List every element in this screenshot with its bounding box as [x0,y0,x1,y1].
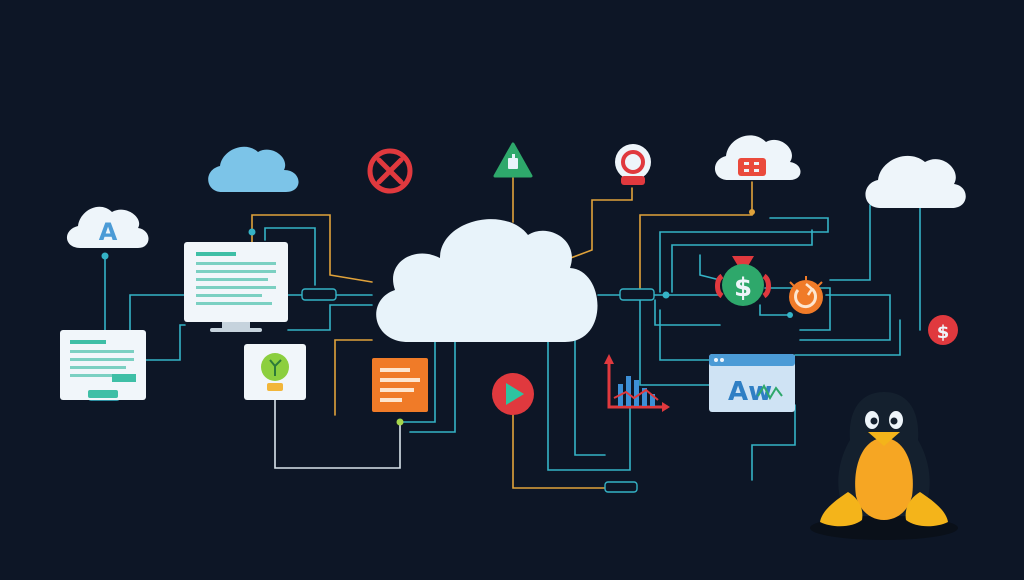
link-browser-bottom [751,404,796,481]
monitor-icon [184,242,288,332]
link-right-top-3 [699,254,721,281]
link-alarm-cloud [559,187,633,263]
node-dot [248,228,256,236]
warning-icon [493,142,533,178]
link-right-top-1 [659,217,829,293]
node-dot [662,291,670,299]
link-notes-cloud-2 [409,341,456,433]
link-cloud-chart [547,341,631,471]
link-right-browser [639,299,711,386]
dollar-coin-label: $ [937,322,950,343]
browser-text: Aw [728,377,772,407]
notes-icon [372,358,428,412]
link-monitor-top-teal [264,227,316,286]
node-dot [787,312,793,318]
refresh-icon[interactable] [789,276,823,314]
connector-chips [87,209,793,493]
link-cloud-right-down [829,204,871,281]
node-dot [101,252,109,260]
link-refresh-right [799,294,891,341]
link-cloud-chart-2 [574,329,606,456]
dollar-label: $ [734,273,752,303]
server-icon [738,158,766,176]
server-cloud-icon [714,135,801,180]
dollar-coin-icon: $ [928,315,958,345]
node-dot [749,209,755,215]
chart-icon [604,354,670,412]
link-right-top-2 [671,229,813,293]
link-bulb-notes [274,399,401,469]
connector-chip [619,288,655,301]
link-monitor-top-orange [251,214,373,283]
link-refresh-left [759,304,791,316]
link-notes-cloud [399,341,436,423]
link-right-browser-2 [659,309,711,361]
main-cloud-icon [376,219,598,342]
browser-window-icon: Aw [709,354,795,412]
link-play-bottom [512,409,613,489]
play-icon[interactable] [492,373,534,415]
penguin-icon [810,392,958,540]
connector-chip [301,288,337,301]
alarm-icon [615,144,651,185]
cloud-letter: A [99,218,118,246]
cancel-icon [367,148,413,194]
lightbulb-icon [244,344,306,400]
cloud-icon: A [66,206,149,248]
cloud-icon [208,146,299,192]
link-monitor-bottom [287,304,373,331]
link-server-cloud [639,181,753,293]
link-orange-left-lower [334,339,373,416]
node-dot [396,418,404,426]
money-bag-icon: $ [715,256,771,306]
link-dollar-browser [794,319,901,356]
document-icon [60,330,146,400]
connection-lines [104,177,921,489]
link-right-mid [654,299,721,326]
link-document-monitor [129,294,186,331]
cloud-icon [865,155,966,208]
link-document-monitor-2 [144,324,186,361]
connector-chip [604,481,638,493]
